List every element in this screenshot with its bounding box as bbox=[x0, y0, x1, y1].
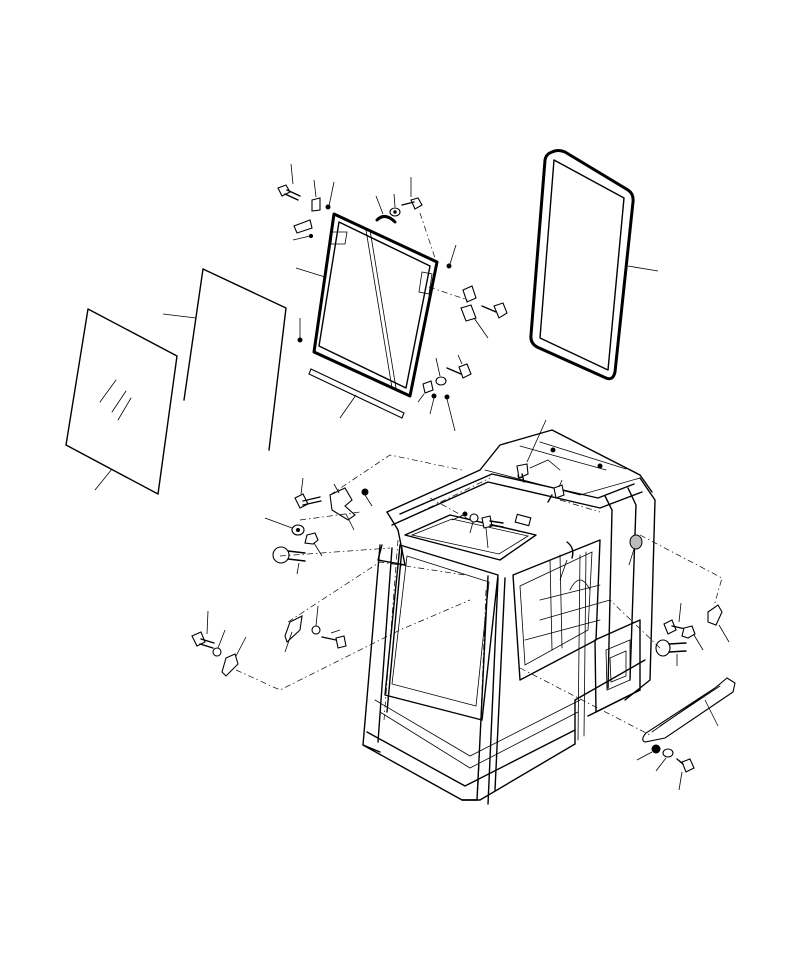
washer-icon bbox=[435, 376, 447, 386]
knob-icon bbox=[655, 639, 687, 657]
bracket-icon bbox=[293, 197, 321, 234]
bolt-icon bbox=[676, 758, 695, 773]
bracket-icon bbox=[707, 604, 723, 626]
bracket-icon bbox=[422, 380, 434, 394]
bolt-icon bbox=[481, 302, 508, 319]
brackets bbox=[292, 179, 489, 403]
knob-icon bbox=[629, 534, 643, 550]
bracket-icon bbox=[221, 653, 239, 677]
door-window-frame bbox=[295, 212, 439, 398]
washer-icon bbox=[311, 625, 321, 635]
bracket-icon bbox=[284, 615, 303, 643]
bracket-icon bbox=[329, 487, 356, 521]
bolt-icon bbox=[401, 197, 423, 210]
nut-icon bbox=[304, 532, 319, 545]
washer-icon bbox=[469, 513, 479, 523]
washer-icon bbox=[662, 748, 674, 758]
bolt-icon bbox=[277, 184, 301, 201]
bolt-icon bbox=[481, 515, 504, 529]
rear-window-seal bbox=[529, 149, 659, 381]
frame-bottom-rail bbox=[308, 368, 405, 419]
washer-icon bbox=[212, 647, 222, 657]
bolt-icon bbox=[516, 463, 529, 483]
bolt-icon bbox=[191, 631, 215, 649]
assembly-lines bbox=[235, 454, 723, 736]
nut-icon bbox=[651, 744, 661, 754]
lower-cover-plate bbox=[642, 677, 736, 743]
bracket-icon bbox=[375, 215, 397, 224]
bolt-icon bbox=[547, 484, 565, 503]
bolt-icon bbox=[321, 635, 347, 649]
bracket-icon bbox=[460, 285, 477, 322]
nut-icon bbox=[681, 625, 696, 639]
bolts bbox=[277, 163, 508, 379]
nut-icon bbox=[291, 524, 305, 536]
washers bbox=[389, 193, 447, 386]
front-glass-pane bbox=[65, 308, 178, 495]
bolt-icon bbox=[294, 493, 322, 509]
washer-icon bbox=[389, 207, 401, 217]
cab-frame bbox=[362, 429, 656, 805]
nuts bbox=[325, 181, 457, 432]
glass-seal-strip bbox=[162, 268, 287, 451]
bolt-icon bbox=[446, 363, 472, 379]
